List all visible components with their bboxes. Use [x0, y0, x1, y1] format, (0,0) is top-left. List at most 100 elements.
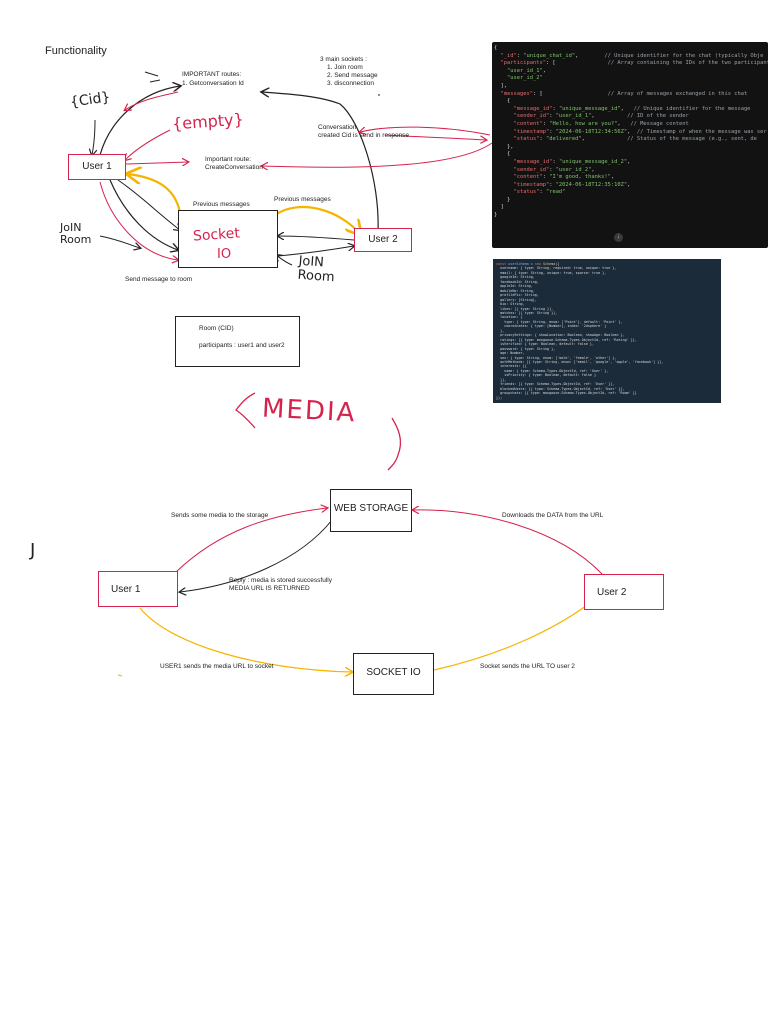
room-box-participants: participants : user1 and user2 — [199, 342, 285, 349]
create-route-title: Important route: — [205, 156, 251, 163]
conversation-note-line1: Conversation — [318, 124, 357, 131]
page-title: Functionality — [45, 45, 107, 57]
room-box-title: Room (CID) — [199, 325, 234, 332]
arrow-storage-to-user1 — [180, 519, 333, 592]
schema-code-line: bio: String, — [496, 302, 525, 307]
user2-node: User 2 — [354, 228, 412, 252]
sends-media-label: Sends some media to the storage — [171, 512, 269, 519]
media-socket-io-label: SOCKET IO — [366, 667, 421, 678]
schema-code-line: profilePic: String, — [496, 293, 539, 298]
web-storage-label: WEB STORAGE — [333, 503, 409, 514]
media-title: MEDIA — [261, 393, 358, 429]
downloads-label: Downloads the DATA from the URL — [502, 512, 604, 519]
schema-code-line: friends: [{ type: Schema.Types.ObjectId,… — [496, 382, 615, 387]
chat-code-line: "message_id": "unique_message_id", // Un… — [513, 105, 751, 112]
schema-code-line: const userSchema = new Schema({ — [496, 262, 560, 266]
schema-code-line: blockedUsers: [{ type: Schema.Types.Obje… — [496, 386, 625, 391]
schema-code-line: interests: [{ — [496, 364, 527, 369]
socket-io-node: Socket IO — [178, 210, 278, 268]
chat-code-line: "content": "Hello, how are you?", // Mes… — [513, 120, 689, 127]
arrow-socket-prev-to-user2 — [274, 206, 360, 234]
join-room-left-line2: Room — [60, 233, 92, 246]
chat-code-line: "_id": "unique_chat_id", // Unique ident… — [500, 52, 764, 59]
room-box: Room (CID) participants : user1 and user… — [175, 316, 300, 367]
main-socket-3: 3. disconnection — [327, 80, 374, 87]
arrow-routes-to-cid — [125, 91, 179, 110]
socket-io-handwritten-line2: IO — [217, 247, 232, 262]
user-schema-code-panel: const userSchema = new Schema({ username… — [493, 259, 721, 403]
arrow-code-to-create — [262, 142, 493, 167]
schema-code-line: groupchats: [{ type: mongoose.Schema.Typ… — [496, 391, 637, 396]
scroll-down-icon[interactable]: ↓ — [614, 233, 623, 242]
arrow-socket-to-user2 — [277, 246, 354, 257]
chat-document-code-panel: { "_id": "unique_chat_id", // Unique ide… — [492, 42, 768, 248]
socket-sends-url-label: Socket sends the URL TO user 2 — [480, 663, 575, 670]
chat-code-line: "sender_id": "user_id_2", — [513, 166, 595, 173]
schema-code-line: email: { type: String, unique: true, spa… — [496, 270, 607, 275]
schema-code-line: age: Number, — [496, 351, 525, 356]
schema-code-line: isVerified: { type: Boolean, default: fa… — [496, 342, 594, 347]
schema-code-line: }, — [496, 328, 505, 333]
arrow-user1-to-socket — [139, 607, 352, 672]
media-user1-node: User 1 — [98, 571, 178, 607]
media-user2-label: User 2 — [597, 587, 627, 598]
schema-code-line: }); — [496, 395, 503, 400]
media-right-bracket — [387, 417, 402, 471]
chat-code-line: } — [494, 212, 498, 219]
arrow-socket-prev-to-user1 — [128, 174, 182, 213]
chat-code-line: { — [494, 45, 498, 51]
arrow-user1-to-socket-1 — [109, 179, 178, 250]
chat-code-line: ] — [494, 204, 504, 211]
schema-code-line: location: { — [496, 315, 523, 320]
user1-label: User 1 — [82, 161, 112, 172]
schema-code-line: appleId: String, — [496, 284, 533, 289]
schema-code-line: type: { type: String, enum: ['Point'], d… — [496, 319, 623, 324]
chat-code-line: "content": "I'm good, thanks!", — [513, 174, 615, 181]
schema-code-line: password: { type: String }, — [496, 346, 556, 351]
chat-code-line: "status": "read" — [513, 189, 566, 196]
schema-code-line: isPriority: { type: Boolean, default: fa… — [496, 373, 597, 378]
conversation-note-line2: created Cid is send in response — [318, 132, 410, 139]
user1-node: User 1 — [68, 154, 126, 180]
chat-code-line: "user_id_1", — [506, 67, 546, 74]
reply-line2: MEDIA URL IS RETURNED — [229, 585, 310, 592]
arrow-user1-to-create — [125, 162, 188, 164]
schema-code-line: matches: [{ type: String }], — [496, 310, 558, 315]
main-socket-1: 1. Join room — [327, 64, 363, 71]
media-left-bracket — [235, 392, 256, 429]
schema-code-line: name: { type: Schema.Types.ObjectId, ref… — [496, 368, 609, 373]
schema-code-line: authMethods: [{ type: String, enum: ['em… — [496, 359, 664, 364]
schema-code-line: sex: { type: String, enum: ['male', 'fem… — [496, 355, 617, 360]
join-room-left: JoIN Room — [60, 222, 91, 246]
create-route-name: CreateConversation — [205, 164, 263, 171]
user2-label: User 2 — [368, 234, 398, 245]
chat-document-code: { "_id": "unique_chat_id", // Unique ide… — [492, 42, 768, 220]
arrow-user1-to-socket-2 — [99, 181, 178, 260]
user1-sends-url-label: USER1 sends the media URL to socket — [160, 663, 274, 670]
chat-code-line: "participants": [ // Array containing th… — [500, 60, 768, 67]
media-user2-node: User 2 — [584, 574, 664, 610]
chat-code-line: "sender_id": "user_id_1", // ID of the s… — [513, 113, 689, 120]
schema-code-line: coordinates: { type: [Number], index: '2… — [496, 324, 607, 329]
web-storage-node: WEB STORAGE — [330, 489, 412, 532]
schema-code-line: }], — [496, 377, 507, 382]
user-schema-code: const userSchema = new Schema({ username… — [493, 259, 721, 400]
media-socket-io-node: SOCKET IO — [353, 653, 434, 695]
chat-code-line: ], — [494, 82, 507, 89]
schema-code-line: privacySettings: { showLocation: Boolean… — [496, 333, 625, 338]
arrow-user2-to-sockets — [262, 92, 379, 233]
arrow-conversation-to-code — [384, 134, 486, 140]
important-routes-item: 1. Getconversation Id — [182, 80, 244, 87]
main-socket-2: 2. Send message — [327, 72, 378, 79]
reply-line1: Reply : media is stored successfully — [229, 577, 332, 584]
chat-code-line: "status": "delivered", // Status of the … — [513, 136, 757, 143]
arrow-socket-to-user2 — [433, 600, 594, 671]
arrow-empty-to-user1 — [125, 129, 171, 160]
chat-code-line: "timestamp": "2024-06-18T12:35:10Z", — [513, 181, 631, 188]
chat-code-line: "timestamp": "2024-06-18T12:34:56Z", // … — [513, 128, 767, 135]
arrow-code-to-conversation — [360, 126, 491, 136]
arrow-user2-to-storage — [413, 510, 603, 575]
schema-code-line: likes: [{ type: String }], — [496, 306, 554, 311]
